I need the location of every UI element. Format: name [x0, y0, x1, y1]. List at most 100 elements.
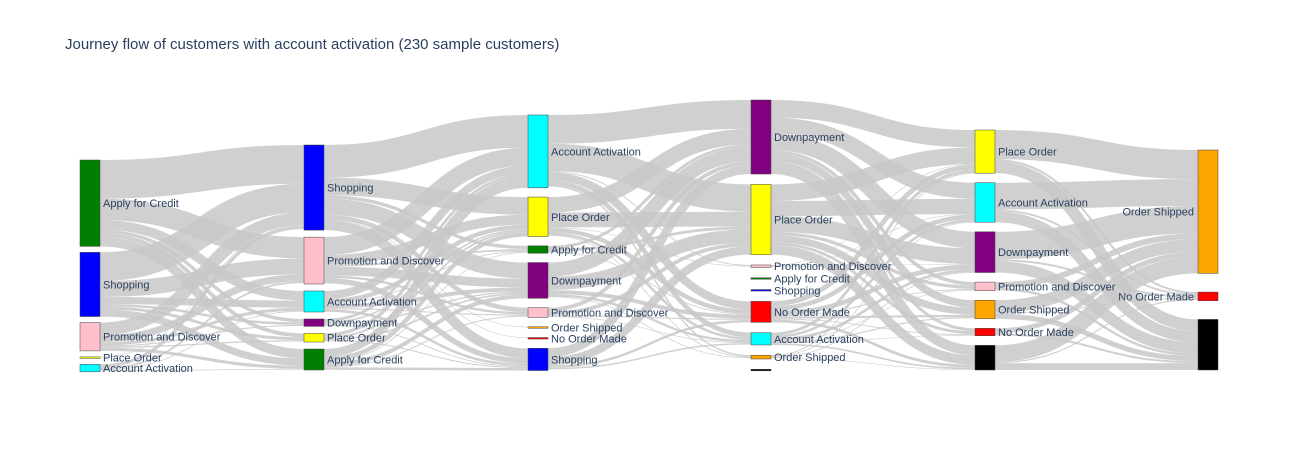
sankey-link — [994, 333, 1199, 364]
sankey-link — [547, 227, 752, 314]
sankey-node-label: Order Shipped — [551, 323, 623, 335]
sankey-link — [323, 291, 529, 325]
sankey-link — [770, 289, 976, 342]
sankey-node[interactable] — [527, 262, 549, 299]
sankey-node[interactable] — [79, 322, 101, 352]
sankey-link — [547, 232, 752, 341]
sankey-link — [323, 214, 529, 265]
sankey-node-label: Place Order — [103, 353, 162, 365]
sankey-node-label: Downpayment — [774, 132, 844, 144]
sankey-node[interactable] — [527, 196, 549, 237]
sankey-node[interactable] — [750, 332, 772, 346]
sankey-link — [323, 147, 529, 256]
sankey-link — [770, 271, 976, 358]
sankey-link — [770, 150, 976, 286]
sankey-link — [770, 213, 976, 267]
sankey-link — [99, 347, 305, 369]
sankey-node[interactable] — [974, 281, 996, 291]
sankey-link — [770, 172, 976, 357]
sankey-link — [770, 169, 976, 336]
sankey-link — [770, 319, 976, 368]
sankey-node[interactable] — [79, 356, 101, 359]
sankey-link — [547, 100, 752, 144]
sankey-link — [99, 304, 305, 325]
sankey-node-label: Place Order — [774, 214, 833, 226]
sankey-link — [770, 219, 976, 339]
sankey-node[interactable] — [79, 159, 101, 247]
sankey-node[interactable] — [527, 326, 549, 329]
sankey-link — [770, 357, 976, 370]
sankey-link — [323, 114, 529, 178]
sankey-link — [770, 164, 976, 307]
sankey-node[interactable] — [750, 301, 772, 323]
sankey-link — [547, 171, 752, 310]
sankey-link — [547, 316, 752, 344]
sankey-node[interactable] — [527, 245, 549, 254]
sankey-node[interactable] — [1197, 149, 1219, 274]
sankey-node-label: Downpayment — [327, 318, 397, 330]
sankey-link — [323, 165, 529, 300]
sankey-link — [99, 183, 305, 282]
sankey-node-label: Downpayment — [551, 275, 621, 287]
sankey-link — [547, 296, 752, 359]
sankey-node-label: Account Activation — [774, 334, 864, 346]
sankey-node-label: Place Order — [551, 212, 610, 224]
sankey-link — [323, 251, 529, 363]
sankey-node[interactable] — [303, 236, 325, 285]
sankey-node[interactable] — [527, 337, 549, 340]
sankey-node[interactable] — [750, 277, 772, 280]
sankey-node[interactable] — [750, 99, 772, 175]
sankey-node[interactable] — [750, 184, 772, 255]
sankey-link — [99, 274, 305, 343]
sankey-link — [994, 251, 1199, 334]
sankey-link — [99, 368, 305, 372]
sankey-node-label: Promotion and Discover — [103, 332, 221, 344]
sankey-link — [99, 296, 305, 308]
sankey-link — [99, 145, 305, 199]
sankey-node[interactable] — [527, 114, 549, 189]
sankey-node[interactable] — [1197, 319, 1219, 371]
sankey-link — [323, 230, 529, 339]
sankey-link — [323, 294, 529, 367]
sankey-node[interactable] — [79, 252, 101, 317]
sankey-node[interactable] — [303, 318, 325, 327]
sankey-node[interactable] — [974, 182, 996, 223]
sankey-node-label: No Order Made — [998, 327, 1074, 339]
sankey-node[interactable] — [303, 333, 325, 343]
sankey-node[interactable] — [750, 264, 772, 268]
sankey-node[interactable] — [974, 345, 996, 371]
sankey-link — [994, 129, 1199, 180]
sankey-node[interactable] — [79, 364, 101, 373]
sankey-node-label: Promotion and Discover — [774, 261, 892, 273]
sankey-node[interactable] — [974, 231, 996, 273]
sankey-node-label: Apply for Credit — [774, 273, 850, 285]
sankey-link — [547, 242, 752, 316]
sankey-node[interactable] — [303, 348, 325, 371]
sankey-node[interactable] — [750, 369, 772, 372]
sankey-node[interactable] — [527, 307, 549, 318]
sankey-link — [770, 221, 976, 357]
sankey-node[interactable] — [1197, 291, 1219, 301]
sankey-link — [770, 288, 976, 317]
sankey-node[interactable] — [303, 144, 325, 231]
sankey-link — [323, 176, 529, 337]
sankey-node[interactable] — [750, 355, 772, 360]
sankey-node[interactable] — [527, 348, 549, 371]
sankey-node[interactable] — [303, 290, 325, 313]
sankey-link — [323, 308, 529, 316]
sankey-node[interactable] — [750, 289, 772, 292]
sankey-node-label: No Order Made — [1118, 291, 1194, 303]
sankey-link — [99, 310, 305, 371]
sankey-node-label: No Order Made — [774, 307, 850, 319]
chart-title: Journey flow of customers with account a… — [65, 36, 560, 53]
sankey-link — [323, 250, 529, 305]
sankey-link — [994, 209, 1199, 296]
sankey-node-label: No Order Made — [551, 333, 627, 345]
sankey-link — [99, 306, 305, 341]
sankey-node[interactable] — [974, 300, 996, 320]
sankey-link — [770, 318, 976, 336]
sankey-nodes — [79, 99, 1219, 373]
sankey-link — [770, 335, 976, 344]
sankey-node[interactable] — [974, 129, 996, 174]
sankey-node[interactable] — [974, 328, 996, 337]
